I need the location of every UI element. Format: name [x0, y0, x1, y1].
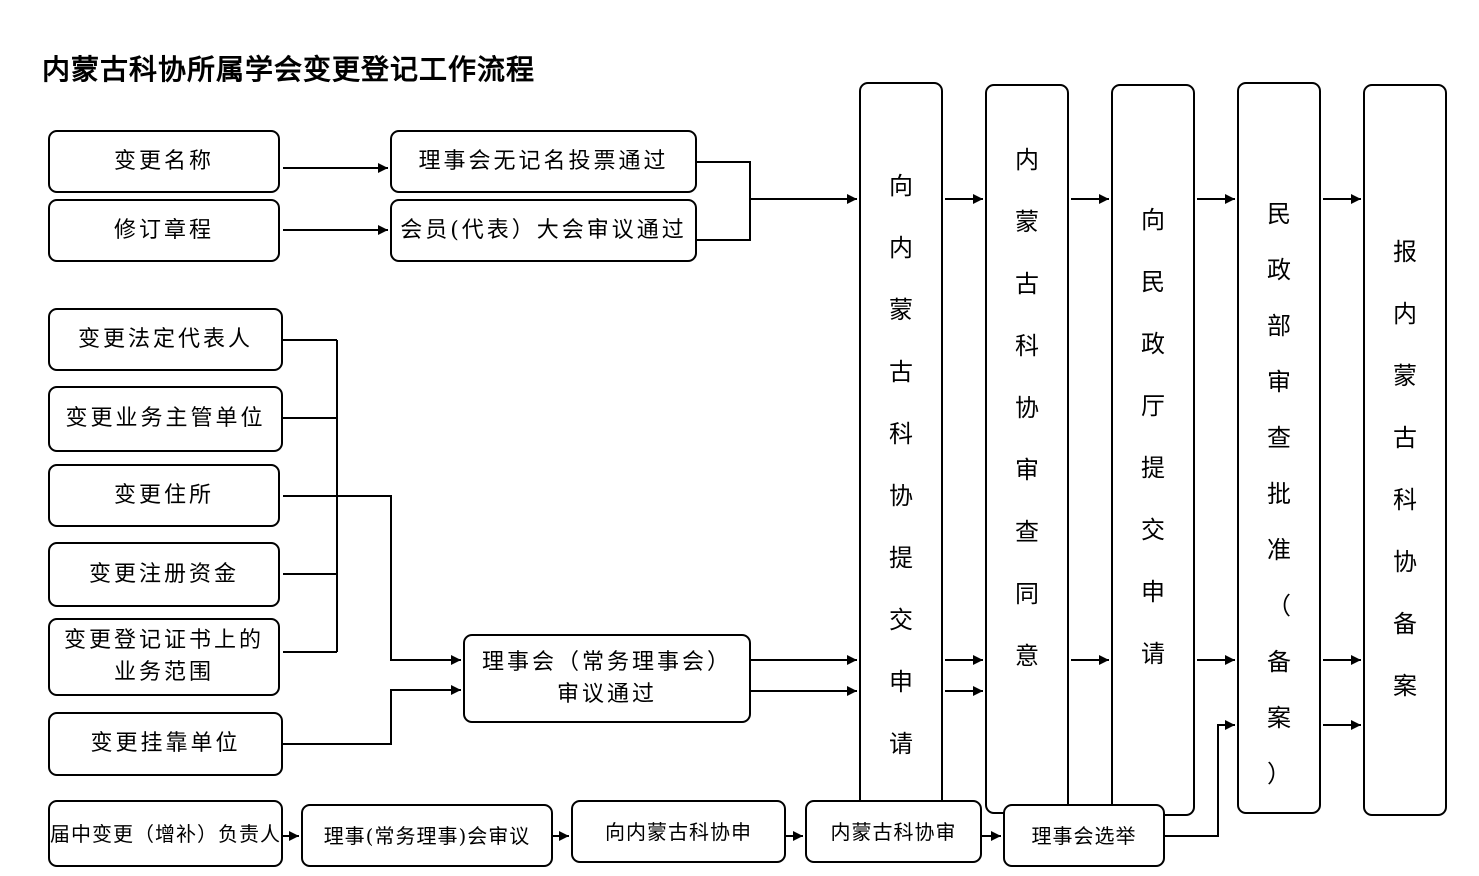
column-char: 备	[1267, 648, 1291, 676]
column-char: 请	[889, 730, 913, 758]
submit-to-kexie-column: 向内蒙古科协提交申请	[859, 82, 943, 812]
column-char: 古	[1393, 424, 1417, 452]
column-char: 请	[1141, 640, 1165, 668]
column-char: 案	[1267, 704, 1291, 732]
submit-to-civil-text: 向民政厅提交申请	[1113, 208, 1193, 666]
ministry-approve-text: 民政部审查批准 （ 备案 ）	[1239, 202, 1319, 786]
column-char: 申	[889, 668, 913, 696]
column-char: 批	[1267, 480, 1291, 508]
column-char: 向	[1141, 206, 1165, 234]
council-election-label: 理事会选举	[1031, 823, 1137, 848]
report-kexie-text: 报内蒙古科协备案	[1365, 240, 1445, 698]
column-char: 意	[1015, 642, 1039, 670]
congress-review-label: 会员(代表）大会审议通过	[400, 217, 687, 243]
change-legal-rep-label: 变更法定代表人	[77, 326, 253, 352]
council-vote-label: 理事会无记名投票通过	[418, 148, 669, 174]
column-char: 科	[889, 420, 913, 448]
change-supervisor-box: 变更业务主管单位	[48, 386, 283, 452]
council-vote-box: 理事会无记名投票通过	[390, 130, 697, 193]
page-title: 内蒙古科协所属学会变更登记工作流程	[42, 53, 536, 86]
column-char: 协	[1393, 548, 1417, 576]
revise-charter-label: 修订章程	[113, 217, 214, 243]
column-char: 报	[1393, 238, 1417, 266]
apply-kexie-box: 向内蒙古科协申	[571, 800, 786, 863]
column-char: 政	[1141, 330, 1165, 358]
column-char: 内	[1393, 300, 1417, 328]
standing-review-label-line2: 审议通过	[556, 681, 657, 707]
column-char: 审	[1015, 456, 1039, 484]
standing-review-box: 理事会（常务理事会） 审议通过	[463, 634, 751, 723]
column-char: 审	[1267, 368, 1291, 396]
council-election-box: 理事会选举	[1003, 804, 1165, 867]
change-scope-label-line1: 变更登记证书上的	[63, 628, 264, 653]
column-char: ）	[1267, 760, 1291, 788]
standing-review-label-line1: 理事会（常务理事会）	[481, 649, 732, 675]
council-review-label: 理事(常务理事)会审议	[323, 823, 531, 848]
change-address-label: 变更住所	[113, 482, 214, 508]
apply-kexie-label: 向内蒙古科协申	[605, 819, 752, 844]
change-legal-rep-box: 变更法定代表人	[48, 308, 283, 371]
column-char: 古	[889, 358, 913, 386]
column-char: 科	[1393, 486, 1417, 514]
column-char: 申	[1141, 578, 1165, 606]
column-char: 科	[1015, 332, 1039, 360]
interim-change-label: 届中变更（增补）负责人	[50, 821, 281, 846]
change-capital-label: 变更注册资金	[88, 561, 239, 587]
column-char: 提	[889, 544, 913, 572]
kexie-approve-text: 内蒙古科协审查同意	[987, 148, 1067, 668]
column-char: （	[1267, 592, 1291, 620]
column-char: 蒙	[889, 296, 913, 324]
change-affiliate-label: 变更挂靠单位	[90, 731, 241, 756]
column-char: 蒙	[1015, 208, 1039, 236]
revise-charter-box: 修订章程	[48, 199, 280, 262]
change-name-box: 变更名称	[48, 130, 280, 193]
column-char: 提	[1141, 454, 1165, 482]
column-char: 备	[1393, 610, 1417, 638]
column-char: 同	[1015, 580, 1039, 608]
column-char: 内	[889, 234, 913, 262]
column-char: 民	[1267, 200, 1291, 228]
congress-review-box: 会员(代表）大会审议通过	[390, 199, 697, 262]
column-char: 部	[1267, 312, 1291, 340]
column-char: 蒙	[1393, 362, 1417, 390]
change-address-box: 变更住所	[48, 464, 280, 527]
column-char: 厅	[1141, 392, 1165, 420]
column-char: 向	[889, 172, 913, 200]
column-char: 古	[1015, 270, 1039, 298]
column-char: 查	[1015, 518, 1039, 546]
column-char: 查	[1267, 424, 1291, 452]
change-scope-label-line2: 业务范围	[113, 660, 214, 685]
kexie-review-label: 内蒙古科协审	[830, 819, 957, 844]
column-char: 案	[1393, 672, 1417, 700]
council-review-box: 理事(常务理事)会审议	[301, 804, 553, 867]
report-kexie-column: 报内蒙古科协备案	[1363, 84, 1447, 816]
column-char: 协	[1015, 394, 1039, 422]
change-name-label: 变更名称	[113, 148, 214, 174]
column-char: 交	[889, 606, 913, 634]
column-char: 交	[1141, 516, 1165, 544]
interim-change-box: 届中变更（增补）负责人	[48, 800, 283, 867]
submit-to-kexie-text: 向内蒙古科协提交申请	[861, 174, 941, 756]
column-char: 协	[889, 482, 913, 510]
column-char: 准	[1267, 536, 1291, 564]
change-affiliate-box: 变更挂靠单位	[48, 712, 283, 776]
column-char: 内	[1015, 146, 1039, 174]
change-capital-box: 变更注册资金	[48, 542, 280, 607]
kexie-review-box: 内蒙古科协审	[805, 800, 982, 863]
submit-to-civil-column: 向民政厅提交申请	[1111, 84, 1195, 816]
change-supervisor-label: 变更业务主管单位	[65, 406, 266, 431]
ministry-approve-column: 民政部审查批准 （ 备案 ）	[1237, 82, 1321, 814]
column-char: 政	[1267, 256, 1291, 284]
change-scope-box: 变更登记证书上的 业务范围	[48, 618, 280, 696]
kexie-approve-column: 内蒙古科协审查同意	[985, 84, 1069, 814]
column-char: 民	[1141, 268, 1165, 296]
